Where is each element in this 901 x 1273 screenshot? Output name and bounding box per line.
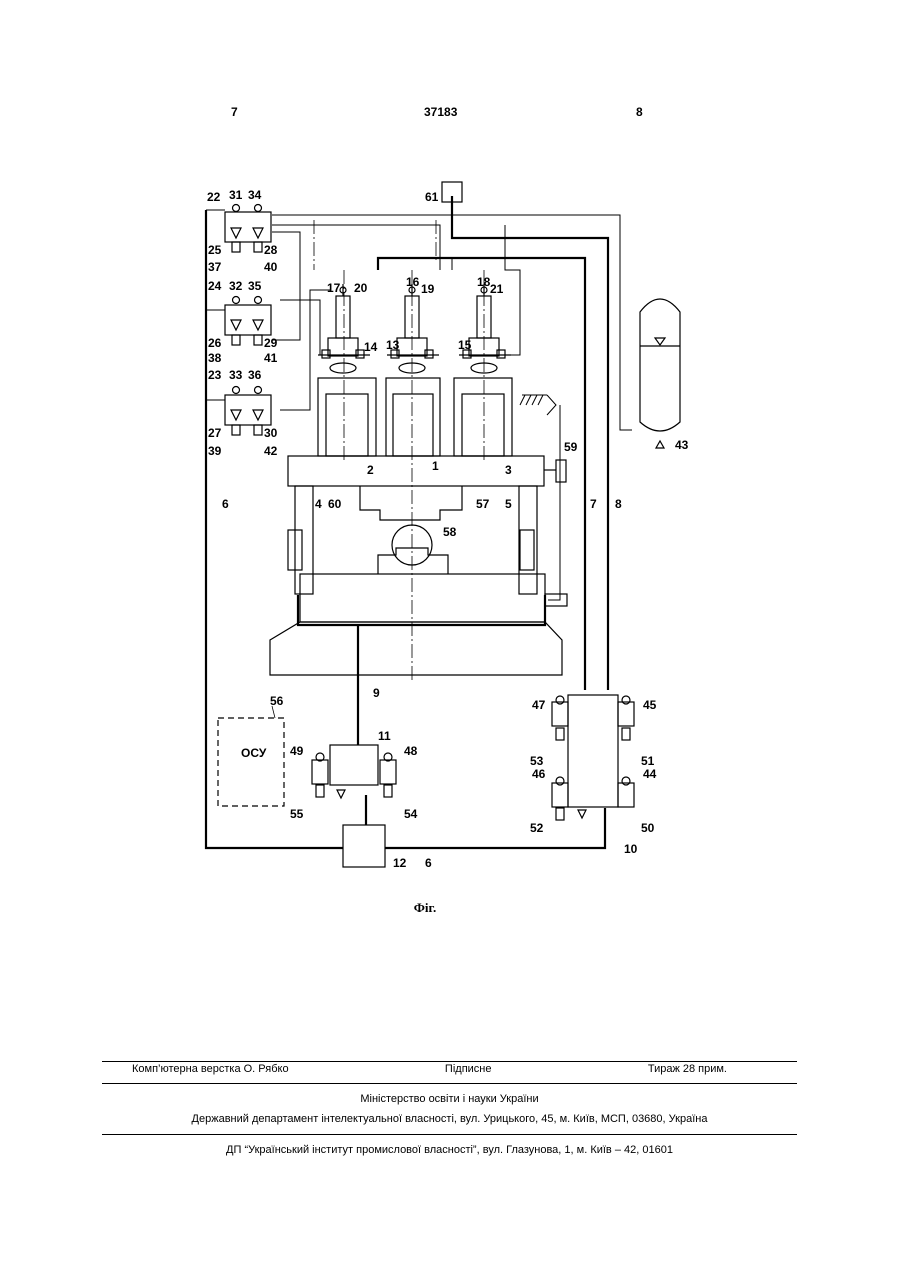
typesetting-credit: Комп’ютерна верстка О. Рябко: [132, 1063, 289, 1075]
patent-number: 37183: [424, 105, 457, 119]
label-33: 33: [229, 368, 243, 382]
control-box-label: ОСУ: [241, 746, 267, 760]
label-39: 39: [208, 444, 222, 458]
label-57: 57: [476, 497, 490, 511]
label-30: 30: [264, 426, 278, 440]
label-23: 23: [208, 368, 222, 382]
control-box-56: [218, 718, 284, 806]
right-page-number: 8: [636, 105, 643, 119]
label-27: 27: [208, 426, 222, 440]
footer-imprint-row: Комп’ютерна верстка О. Рябко Підписне Ти…: [102, 1063, 797, 1075]
label-60: 60: [328, 497, 342, 511]
press-cylinders: [318, 378, 512, 456]
label-44: 44: [643, 767, 657, 781]
left-page-number: 7: [231, 105, 238, 119]
accumulator: [640, 299, 680, 448]
label-59: 59: [564, 440, 578, 454]
department-line: Державний департамент інтелектуальної вл…: [102, 1113, 797, 1125]
pump-12: [343, 825, 385, 867]
label-35: 35: [248, 279, 262, 293]
label-9: 9: [373, 686, 380, 700]
label-24: 24: [208, 279, 222, 293]
label-2: 2: [367, 463, 374, 477]
label-7: 7: [590, 497, 597, 511]
label-26: 26: [208, 336, 222, 350]
circulation-note: Тираж 28 прим.: [648, 1063, 727, 1075]
label-40: 40: [264, 260, 278, 274]
label-10: 10: [624, 842, 638, 856]
label-32: 32: [229, 279, 243, 293]
label-55: 55: [290, 807, 304, 821]
valve-group-center: [387, 284, 439, 373]
label-16: 16: [406, 275, 420, 289]
footer-rule-bottom: [102, 1134, 797, 1135]
label-52: 52: [530, 821, 544, 835]
label-29: 29: [264, 336, 278, 350]
label-49: 49: [290, 744, 304, 758]
label-12: 12: [393, 856, 407, 870]
label-48: 48: [404, 744, 418, 758]
label-15: 15: [458, 338, 472, 352]
label-41: 41: [264, 351, 278, 365]
label-54: 54: [404, 807, 418, 821]
hydraulic-press-diagram: 61 22 31 34 25 28 37 40 24 32 35 26 29 3…: [180, 160, 720, 920]
label-45: 45: [643, 698, 657, 712]
label-13: 13: [386, 338, 400, 352]
label-11: 11: [378, 729, 391, 743]
valve-group-right: [459, 284, 511, 373]
valve-block-10: [552, 695, 634, 820]
label-18: 18: [477, 275, 491, 289]
label-22: 22: [207, 190, 221, 204]
label-3: 3: [505, 463, 512, 477]
label-6-bottom: 6: [425, 856, 432, 870]
part-labels: 61 22 31 34 25 28 37 40 24 32 35 26 29 3…: [207, 188, 689, 870]
label-25: 25: [208, 243, 222, 257]
label-36: 36: [248, 368, 262, 382]
label-58: 58: [443, 525, 457, 539]
label-28: 28: [264, 243, 278, 257]
footer-rule-top: [102, 1061, 797, 1062]
label-8: 8: [615, 497, 622, 511]
label-38: 38: [208, 351, 222, 365]
label-37: 37: [208, 260, 222, 274]
label-6-left: 6: [222, 497, 229, 511]
label-19: 19: [421, 282, 435, 296]
label-47: 47: [532, 698, 546, 712]
label-14: 14: [364, 340, 378, 354]
label-1: 1: [432, 459, 439, 473]
label-46: 46: [532, 767, 546, 781]
label-61: 61: [425, 190, 439, 204]
label-43: 43: [675, 438, 689, 452]
label-50: 50: [641, 821, 655, 835]
label-42: 42: [264, 444, 278, 458]
institute-line: ДП “Український інститут промислової вла…: [102, 1144, 797, 1156]
label-21: 21: [490, 282, 504, 296]
figure-caption: Фіг.: [0, 900, 850, 916]
wall-hatch: [520, 395, 556, 415]
press-frame: [270, 456, 567, 675]
label-31: 31: [229, 188, 243, 202]
label-56: 56: [270, 694, 284, 708]
valve-block-11: [312, 745, 396, 798]
label-20: 20: [354, 281, 368, 295]
label-4: 4: [315, 497, 322, 511]
label-53: 53: [530, 754, 544, 768]
label-51: 51: [641, 754, 655, 768]
footer-rule-middle: [102, 1083, 797, 1084]
subscription-note: Підписне: [445, 1063, 492, 1075]
label-17: 17: [327, 281, 341, 295]
label-34: 34: [248, 188, 262, 202]
label-5: 5: [505, 497, 512, 511]
ministry-line: Міністерство освіти і науки України: [102, 1093, 797, 1105]
